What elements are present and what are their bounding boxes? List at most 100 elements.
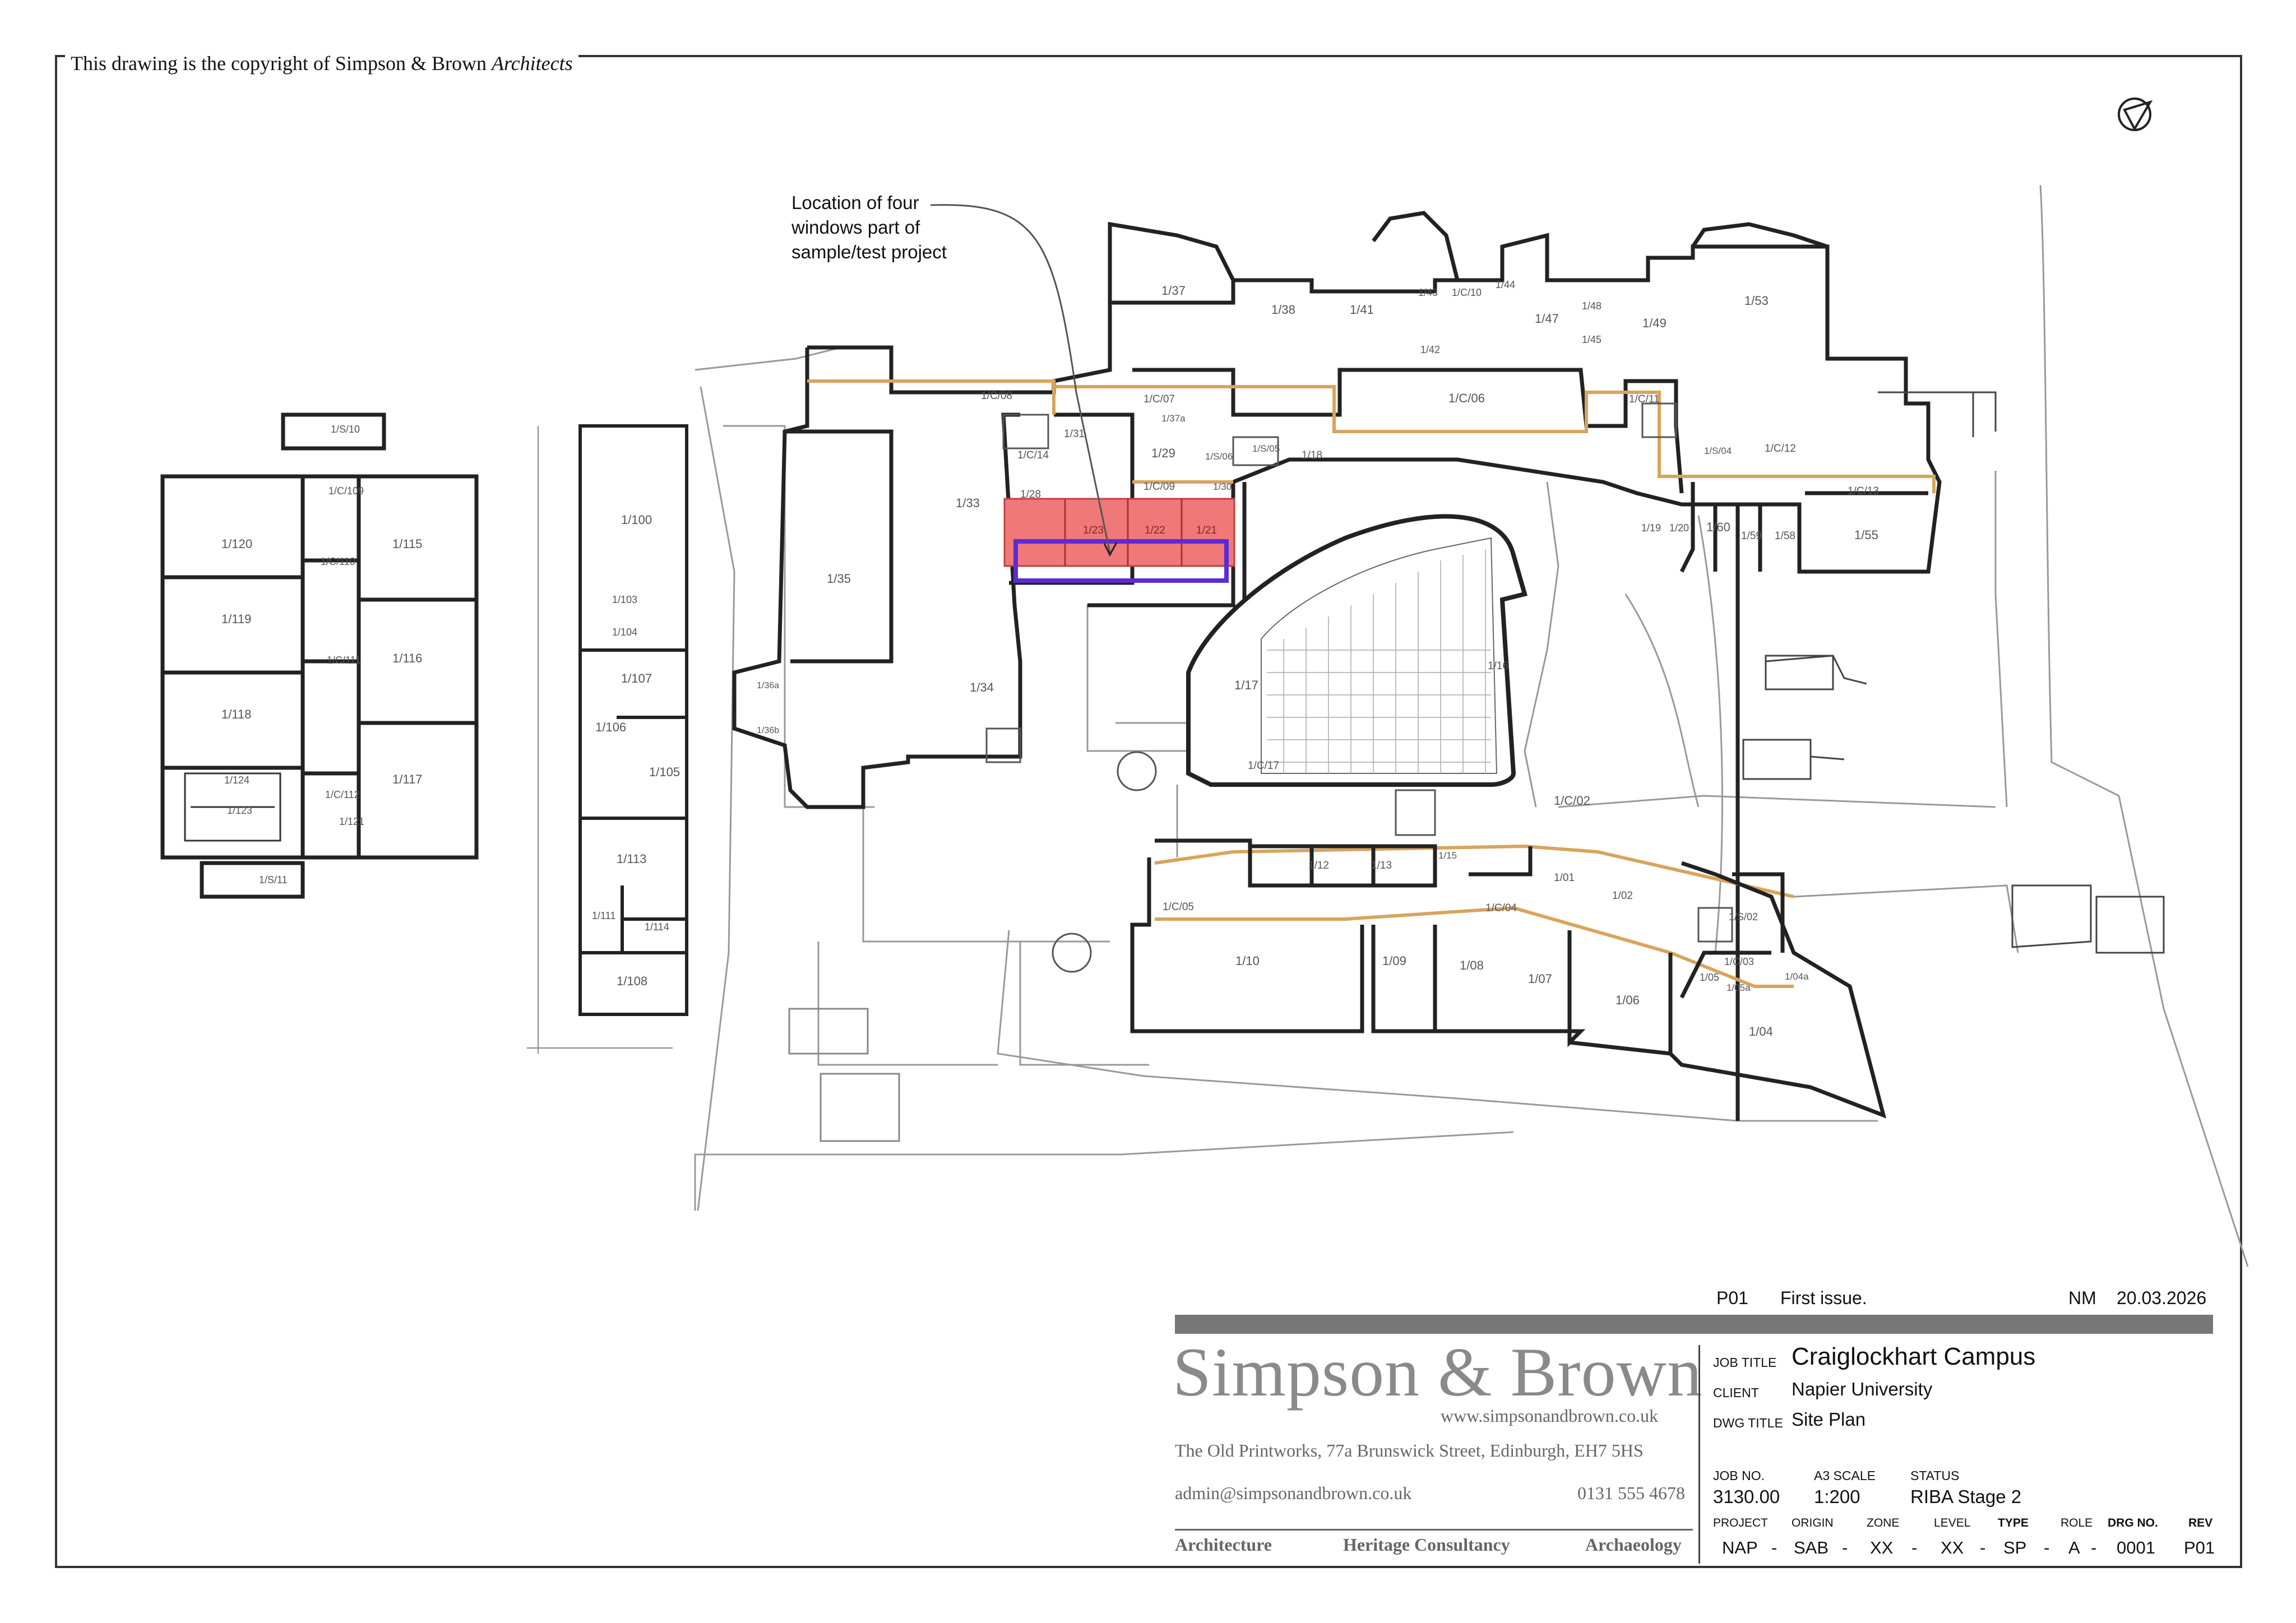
- service-archaeology: Archaeology: [1585, 1534, 1682, 1555]
- zone-label: ZONE: [1867, 1517, 1900, 1529]
- room-label: 1/04a: [1785, 971, 1809, 982]
- room-label: 1/37a: [1161, 413, 1186, 424]
- role-label: ROLE: [2061, 1517, 2093, 1529]
- drg-no-label: DRG NO.: [2108, 1517, 2158, 1529]
- title-block-rule: [1175, 1315, 2213, 1334]
- room-label: 1/123: [227, 805, 252, 816]
- room-label: 1/105: [649, 765, 680, 779]
- room-label: 1/S/05: [1252, 443, 1280, 454]
- job-no-label: JOB NO.: [1713, 1468, 1765, 1483]
- room-label: 1/118: [221, 707, 251, 721]
- room-label: 1/22: [1145, 525, 1165, 536]
- room-label: 1/C/09: [1144, 481, 1175, 493]
- room-label: 1/S/04: [1704, 446, 1732, 456]
- project-label: PROJECT: [1713, 1517, 1769, 1529]
- room-label: 1/107: [621, 671, 652, 685]
- job-title-label: JOB TITLE: [1713, 1355, 1777, 1370]
- room-label: 1/17: [1234, 678, 1258, 692]
- room-label: 1/C/14: [1017, 449, 1049, 461]
- service-architecture: Architecture: [1175, 1534, 1272, 1555]
- room-label: 1/120: [221, 537, 252, 551]
- client-label: CLIENT: [1713, 1385, 1759, 1400]
- scale: 1:200: [1814, 1486, 1860, 1507]
- room-label: 1/12: [1308, 860, 1329, 871]
- room-label: 1/35: [827, 572, 851, 586]
- room-label: 1/C/08: [981, 390, 1012, 402]
- room-label: 1/47: [1535, 312, 1559, 326]
- room-label: 1/S/02: [1729, 911, 1758, 922]
- room-label: 1/31: [1064, 428, 1085, 440]
- scale-label: A3 SCALE: [1814, 1468, 1876, 1483]
- type-label: TYPE: [1998, 1517, 2029, 1529]
- east-features: [1742, 391, 2165, 954]
- drg-no: 0001: [2117, 1538, 2155, 1557]
- middle-block: [578, 424, 688, 1016]
- job-no: 3130.00: [1713, 1486, 1780, 1507]
- dwg-title: Site Plan: [1792, 1409, 1866, 1430]
- code-separator: -: [1911, 1538, 1918, 1557]
- room-label: 1/C/06: [1448, 391, 1485, 405]
- window-annotation: Location of four windows part of sample/…: [791, 192, 947, 262]
- room-label: 1/33: [956, 496, 980, 510]
- room-label: 1/44: [1496, 279, 1515, 290]
- code-separator: -: [1980, 1538, 1986, 1557]
- room-label: 1/48: [1582, 300, 1601, 312]
- room-label: 1/05: [1700, 972, 1719, 983]
- room-label: 1/C/10: [1452, 287, 1482, 298]
- room-labels: 1/120 1/119 1/118 1/115 1/116 1/117 1/C/…: [221, 279, 1879, 1038]
- lecture-theatre: [1186, 514, 1527, 787]
- room-label: 1/55: [1854, 528, 1878, 542]
- room-label: 1/100: [621, 513, 652, 527]
- parking-paths: [788, 1008, 900, 1142]
- role-code: A: [2068, 1538, 2080, 1557]
- south-wing: [1130, 838, 1887, 1119]
- room-label: 1/C/02: [1554, 794, 1590, 808]
- revision-code: P01: [1716, 1288, 1748, 1308]
- revision-date: 20.03.2026: [2117, 1288, 2207, 1308]
- rev-label: REV: [2188, 1517, 2213, 1529]
- room-label: 1/36a: [757, 681, 779, 690]
- corridors: [807, 379, 1936, 988]
- revision-author: NM: [2068, 1288, 2096, 1308]
- type-code: SP: [2003, 1538, 2027, 1557]
- room-label: 1/C/03: [1724, 956, 1754, 967]
- firm-phone: 0131 555 4678: [1577, 1483, 1685, 1503]
- code-separator: -: [1842, 1538, 1848, 1557]
- room-label: 1/114: [645, 921, 669, 933]
- firm-address: The Old Printworks, 77a Brunswick Street…: [1175, 1440, 1644, 1460]
- room-label: 1/02: [1612, 890, 1633, 902]
- room-label: 1/34: [970, 680, 994, 694]
- room-label: 1/60: [1706, 520, 1730, 534]
- status: RIBA Stage 2: [1910, 1486, 2022, 1507]
- room-label: 1/C/11: [1629, 393, 1660, 405]
- room-label: 1/S/06: [1205, 451, 1233, 462]
- room-label: 1/05a: [1726, 982, 1751, 993]
- firm-email: admin@simpsonandbrown.co.uk: [1175, 1483, 1412, 1503]
- room-label: 1/18: [1302, 449, 1322, 461]
- room-label: 1/06: [1615, 993, 1640, 1007]
- room-label: 1/38: [1271, 303, 1295, 317]
- room-label: 1/13: [1371, 860, 1392, 871]
- job-title: Craiglockhart Campus: [1792, 1343, 2036, 1370]
- west-block: [160, 412, 479, 899]
- room-label: 1/58: [1775, 530, 1795, 542]
- room-label: 1/10: [1235, 954, 1260, 968]
- room-label: 1/07: [1528, 972, 1552, 986]
- origin-code: SAB: [1794, 1538, 1829, 1557]
- annotation-leader: [930, 204, 1111, 553]
- highlighted-rooms: [1003, 498, 1235, 583]
- project-code: NAP: [1722, 1538, 1758, 1557]
- site-context: [694, 184, 2249, 1267]
- room-label: 1/119: [221, 612, 251, 626]
- room-label: 1/08: [1460, 958, 1484, 972]
- window-location-box: [1013, 539, 1229, 583]
- room-label: 1/108: [617, 974, 647, 988]
- room-label: 1/S/11: [259, 874, 288, 885]
- tree-markers: [527, 426, 673, 1054]
- room-label: 1/C/112: [325, 789, 360, 800]
- room-label: 1/115: [392, 537, 422, 551]
- code-separator: -: [2091, 1538, 2097, 1557]
- room-label: 1/41: [1350, 303, 1374, 317]
- room-label: 1/117: [392, 772, 422, 786]
